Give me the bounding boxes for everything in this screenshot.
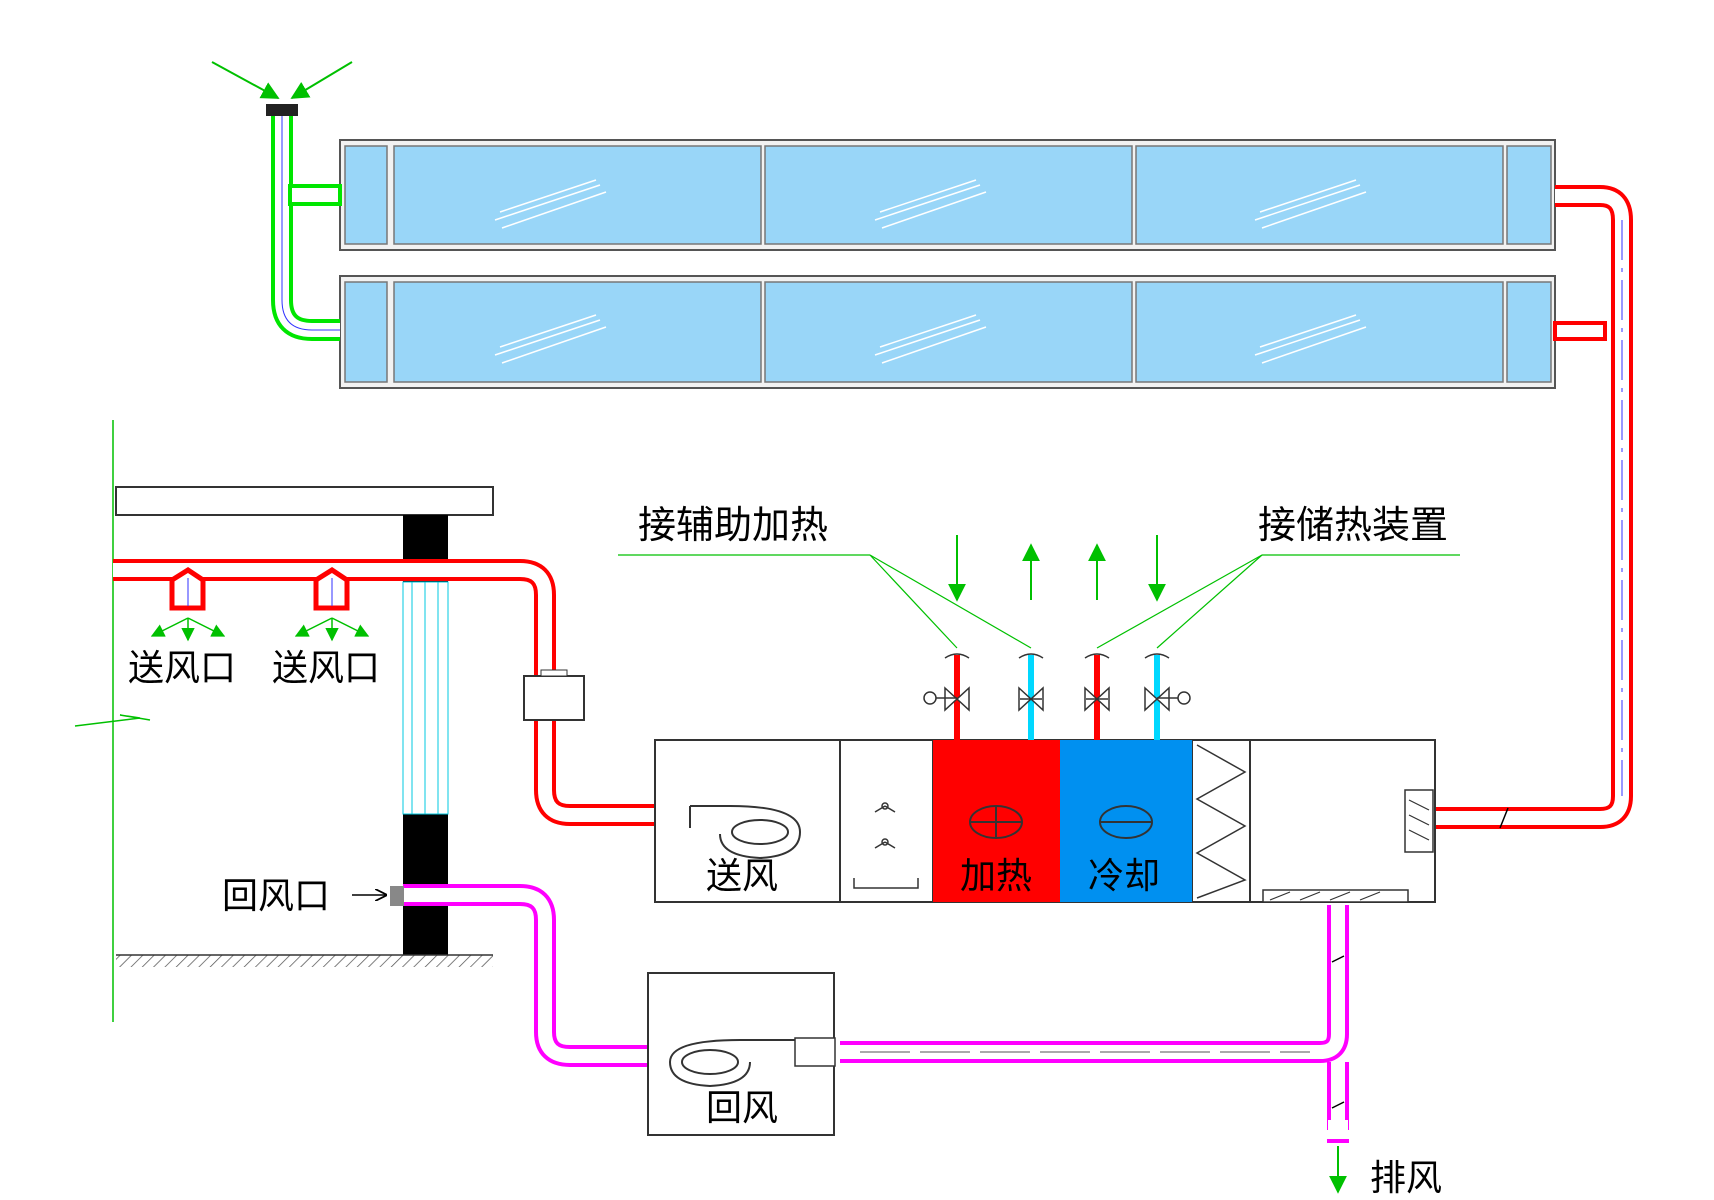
coil-pipes — [944, 653, 1170, 740]
supply-outlet-label-2: 送风口 — [272, 648, 380, 689]
fresh-air-damper-icon — [1404, 789, 1434, 853]
solar-collector-lower — [339, 275, 1556, 389]
exhaust-label: 排风 — [1370, 1158, 1442, 1199]
supply-fan-icon — [689, 805, 802, 860]
return-fan-icon — [668, 1039, 795, 1088]
heating-label: 加热 — [960, 856, 1032, 897]
valve-storage-supply — [1084, 686, 1110, 712]
cooling-minus-icon — [1099, 805, 1153, 839]
return-air-damper-icon — [1262, 889, 1409, 903]
building-section — [74, 420, 494, 1022]
valve-storage-return — [1144, 686, 1191, 712]
bag-filter-icon — [1195, 744, 1247, 899]
callout-leaders — [618, 554, 1460, 649]
return-air-duct — [390, 884, 1349, 1143]
supply-fan-label: 送风 — [706, 856, 778, 897]
filter-icon — [853, 802, 919, 889]
cooling-label: 冷却 — [1088, 856, 1160, 897]
heat-storage-label: 接储热装置 — [1258, 503, 1448, 547]
return-fan-label: 回风 — [706, 1088, 778, 1129]
supply-outlet-label-1: 送风口 — [128, 648, 236, 689]
supply-air-duct — [113, 559, 655, 826]
heating-plus-icon — [969, 805, 1023, 839]
valve-aux-supply — [923, 686, 970, 712]
return-fan-unit — [647, 972, 836, 1136]
supply-outlet-arrows — [150, 617, 370, 642]
collector-hot-air-duct — [1435, 185, 1633, 829]
pipe-flow-arrows — [948, 535, 1166, 602]
solar-collector-upper — [339, 139, 1556, 251]
air-handling-unit — [654, 739, 1436, 903]
fresh-air-intake — [211, 61, 353, 341]
return-inlet-label: 回风口 — [222, 876, 330, 917]
aux-heating-label: 接辅助加热 — [638, 503, 828, 547]
valve-aux-return — [1018, 686, 1044, 712]
